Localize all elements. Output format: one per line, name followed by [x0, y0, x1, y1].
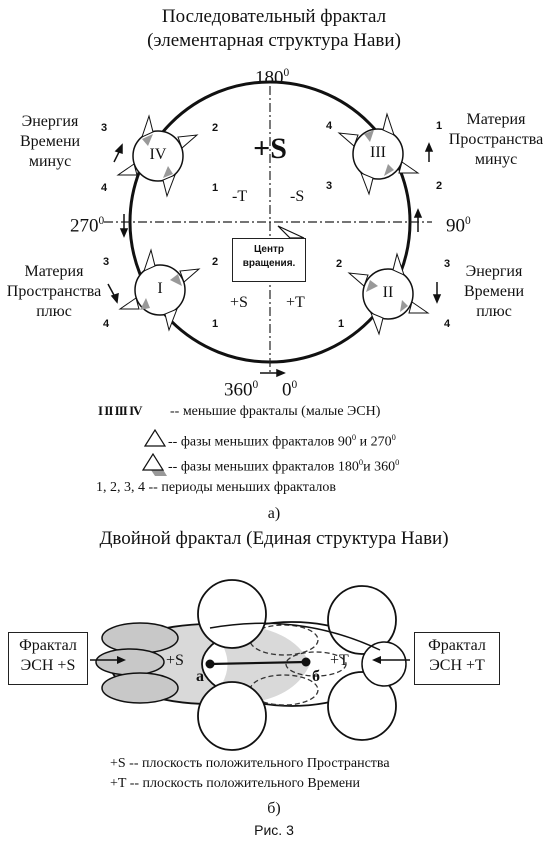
legend-plus-t: +T -- плоскость положительного Времени: [110, 776, 361, 791]
figure-b-title: Двойной фрактал (Единая структура Нави): [99, 528, 449, 549]
point-b-label: б: [312, 668, 320, 685]
arrow-icon: [107, 142, 442, 378]
quadrant-plus-t: +T: [286, 294, 305, 311]
period-number: 4: [326, 120, 333, 132]
fractal-t-box: Фрактал ЭСН +T: [414, 632, 500, 685]
small-fractal-iii: [337, 112, 420, 196]
period-number: 2: [436, 180, 443, 192]
corner-bl-line3: плюс: [36, 303, 72, 320]
plus-s-plane-label: +S: [166, 652, 184, 669]
corner-tl-line3: минус: [28, 153, 72, 170]
corner-tl-line1: Энергия: [21, 113, 79, 130]
period-number: 2: [212, 256, 219, 268]
small-fractal-iv: [116, 114, 199, 198]
rotation-center-line2: вращения.: [242, 258, 296, 269]
angle-0-label: 00: [282, 379, 298, 401]
period-number: 3: [103, 256, 110, 268]
quadrant-minus-s: -S: [290, 188, 305, 205]
period-number: 1: [212, 182, 219, 194]
corner-tr-line2: Пространства: [448, 131, 544, 148]
roman-iii: III: [370, 144, 386, 161]
corner-br-line2: Времени: [463, 283, 525, 300]
roman-ii: II: [382, 284, 394, 301]
phase-triangle-icon: [143, 428, 167, 447]
period-number: 1: [212, 318, 219, 330]
center-plus-s-label: +S: [253, 132, 287, 165]
phase-triangle-shaded-icon: [141, 452, 167, 476]
quadrant-plus-s: +S: [230, 294, 248, 311]
plus-t-plane-label: +T: [330, 652, 349, 669]
period-number: 4: [444, 318, 451, 330]
corner-br-line1: Энергия: [465, 263, 523, 280]
small-fractal-ii: [347, 252, 430, 336]
corner-label-top-right: Материя Пространства минус: [449, 110, 543, 170]
period-number: 1: [338, 318, 345, 330]
period-number: 2: [212, 122, 219, 134]
figure-a-caption: а): [267, 505, 281, 522]
corner-label-bottom-right: Энергия Времени плюс: [464, 262, 524, 322]
quadrant-minus-t: -T: [232, 188, 248, 205]
legend-phases-1: -- фазы меньших фракталов 900 и 2700: [168, 433, 396, 450]
fractal-s-box-line2: ЭСН +S: [20, 657, 76, 674]
angle-90-label: 900: [446, 215, 471, 237]
fractal-s-box: Фрактал ЭСН +S: [8, 632, 88, 685]
period-number: 3: [326, 180, 333, 192]
roman-i: I: [157, 280, 163, 297]
angle-270-label: 2700: [70, 215, 105, 237]
figure-b-caption: б): [267, 800, 281, 817]
fractal-s-box-line1: Фрактал: [19, 637, 77, 654]
corner-br-line3: плюс: [476, 303, 512, 320]
legend-fractals: -- меньшие фракталы (малые ЭСН): [170, 404, 381, 419]
corner-tl-line2: Времени: [19, 133, 81, 150]
fractal-t-box-line1: Фрактал: [428, 637, 486, 654]
corner-bl-line1: Материя: [24, 263, 84, 280]
legend-periods: 1, 2, 3, 4 -- периоды меньших фракталов: [96, 480, 336, 495]
point-a-label: а: [196, 668, 204, 685]
corner-tr-line3: минус: [474, 151, 518, 168]
small-fractal-i: [118, 248, 201, 332]
figure-a-title-line2: (элементарная структура Нави): [147, 30, 401, 51]
fractal-t-box-line2: ЭСН +T: [429, 657, 485, 674]
corner-tr-line1: Материя: [466, 111, 526, 128]
period-number: 2: [336, 258, 343, 270]
period-number: 1: [436, 120, 443, 132]
corner-label-bottom-left: Материя Пространства плюс: [7, 262, 101, 322]
double-fractal-diagram: [90, 579, 410, 751]
angle-180-label: 1800: [255, 67, 290, 89]
figure-a-title-line1: Последовательный фрактал: [161, 6, 387, 27]
period-number: 3: [101, 122, 108, 134]
rotation-center-callout: Центр вращения.: [232, 238, 306, 282]
callout-pointer: [277, 225, 305, 239]
period-number: 4: [103, 318, 110, 330]
roman-iv: IV: [149, 146, 167, 163]
period-number: 3: [444, 258, 451, 270]
angle-360-label: 3600: [224, 379, 259, 401]
period-number: 4: [101, 182, 108, 194]
legend-fractals-symbol: I II III IV: [98, 403, 143, 418]
rotation-center-line1: Центр: [253, 244, 285, 255]
figure-caption: Рис. 3: [254, 822, 294, 838]
corner-label-top-left: Энергия Времени минус: [20, 112, 80, 172]
corner-bl-line2: Пространства: [6, 283, 102, 300]
legend-phases-2: -- фазы меньших фракталов 1800и 3600: [168, 458, 400, 475]
legend-plus-s: +S -- плоскость положительного Пространс…: [110, 756, 390, 771]
